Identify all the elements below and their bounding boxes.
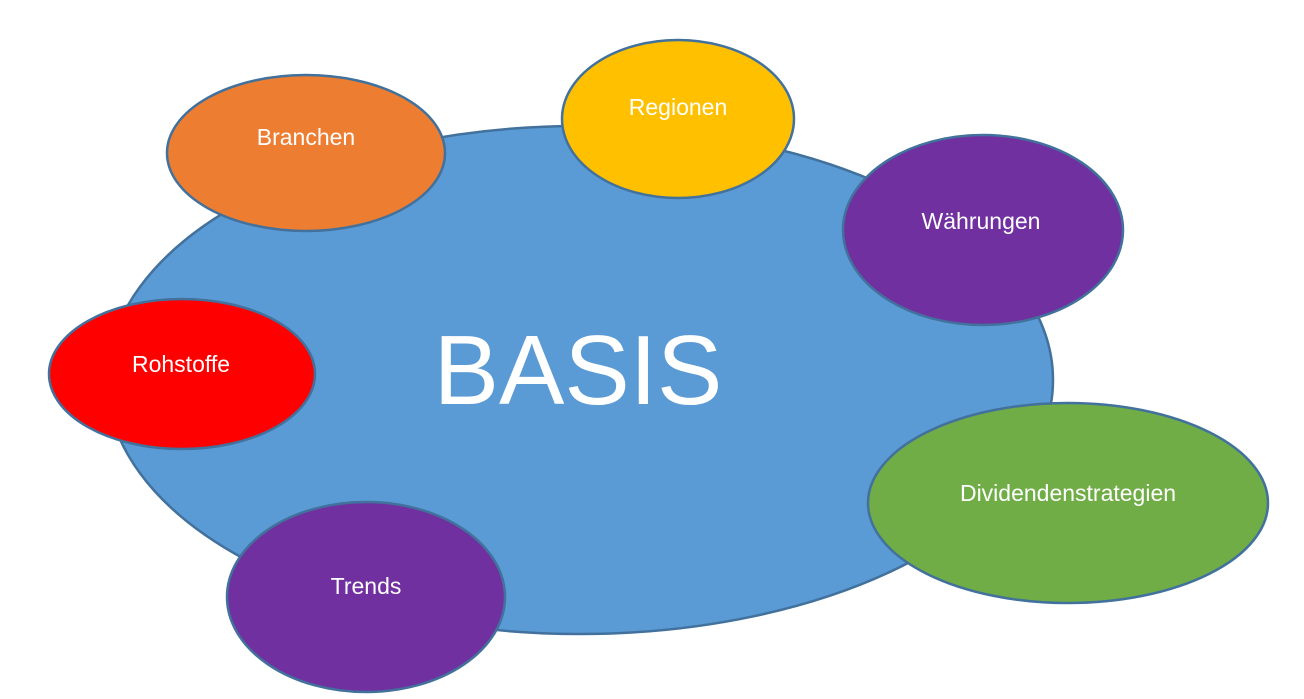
bubble-waehrungen-ellipse	[841, 133, 1125, 327]
bubble-rohstoffe-ellipse	[47, 297, 317, 451]
bubble-dividendenstrategien-label: Dividendenstrategien	[960, 480, 1176, 506]
bubble-regionen: Regionen	[560, 38, 796, 200]
bubble-waehrungen: Währungen	[841, 133, 1125, 327]
bubble-rohstoffe-label: Rohstoffe	[132, 351, 230, 377]
bubble-dividendenstrategien-ellipse	[866, 401, 1270, 605]
bubble-trends: Trends	[225, 500, 507, 694]
bubble-branchen: Branchen	[165, 73, 447, 233]
bubble-trends-label: Trends	[331, 573, 402, 599]
bubble-dividendenstrategien: Dividendenstrategien	[866, 401, 1270, 605]
bubble-regionen-ellipse	[560, 38, 796, 200]
bubble-rohstoffe: Rohstoffe	[47, 297, 317, 451]
bubble-branchen-ellipse	[165, 73, 447, 233]
bubble-waehrungen-label: Währungen	[922, 208, 1041, 234]
bubble-trends-ellipse	[225, 500, 507, 694]
bubble-regionen-label: Regionen	[629, 94, 727, 120]
center-label: BASIS	[434, 315, 723, 425]
bubble-branchen-label: Branchen	[257, 124, 355, 150]
